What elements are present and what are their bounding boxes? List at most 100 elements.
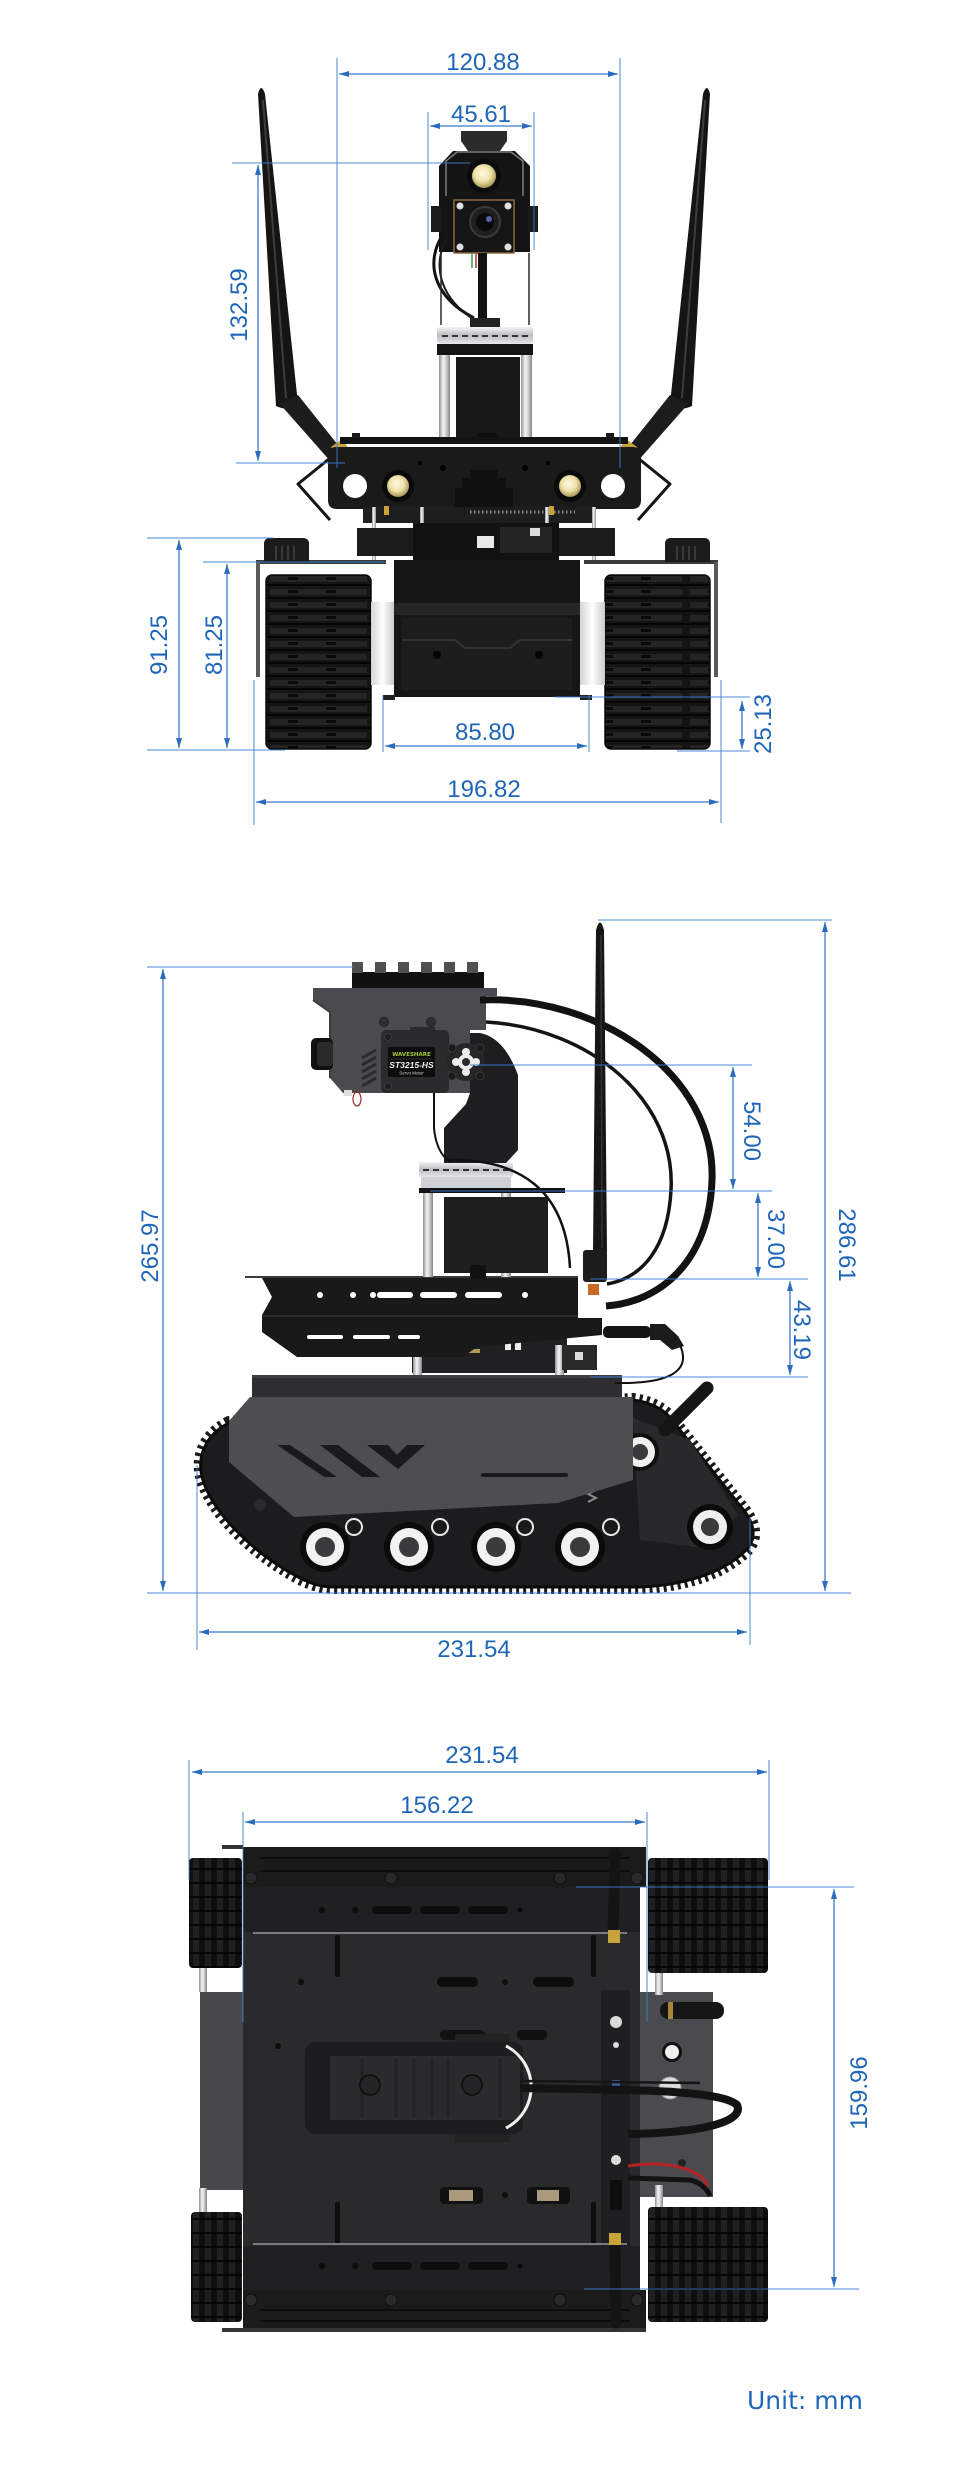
dimension-front-deck-height: 81.25 bbox=[201, 561, 385, 748]
red-power-wire bbox=[627, 2162, 710, 2187]
side-antenna bbox=[583, 922, 607, 1295]
strip-hole bbox=[611, 2155, 621, 2165]
light-bar-center-mount bbox=[455, 470, 513, 509]
motor-right bbox=[580, 602, 605, 685]
deck-hole bbox=[319, 1907, 325, 1913]
rear-antenna-stub bbox=[660, 2002, 724, 2019]
pcb-mount-hole bbox=[456, 202, 464, 210]
horn-bolt bbox=[447, 1071, 457, 1081]
pan-base-ring bbox=[437, 344, 533, 355]
horn-lobe bbox=[462, 1068, 470, 1076]
antenna-base bbox=[583, 1250, 607, 1282]
camera-side-mount-left bbox=[431, 206, 441, 232]
deck-hole bbox=[319, 2263, 325, 2269]
rail-tooth bbox=[398, 962, 409, 973]
deck-slot bbox=[517, 2030, 547, 2040]
dimension-value: 132.59 bbox=[226, 268, 253, 341]
dimension-side-upper-deck-offset: 43.19 bbox=[590, 1278, 815, 1378]
logo-cutout-chevron bbox=[367, 1445, 425, 1469]
pan-hub bbox=[470, 318, 500, 327]
chassis-top-edge bbox=[252, 1375, 622, 1378]
top-view bbox=[189, 1845, 768, 2332]
camera-bolt bbox=[379, 1017, 389, 1027]
antenna-highlight bbox=[681, 99, 706, 399]
dimension-front-overall-width: 196.82 bbox=[253, 680, 722, 825]
strip-hole bbox=[610, 2016, 622, 2028]
screw-hole bbox=[546, 461, 550, 465]
pcb-mount-hole bbox=[504, 202, 512, 210]
pan-tilt-camera-front bbox=[431, 131, 538, 441]
deck-slot bbox=[372, 2262, 412, 2270]
connector-white bbox=[575, 1352, 583, 1360]
camera-connector bbox=[344, 1090, 352, 1096]
antenna-hinge bbox=[279, 395, 342, 462]
pin-header bbox=[505, 1340, 511, 1350]
deck-hole bbox=[317, 1292, 323, 1298]
plate-tab bbox=[352, 433, 360, 438]
camera-lens-reflection bbox=[486, 216, 492, 222]
pan-tilt-camera-side: WAVESHARE ST3215-HS Servo Motor bbox=[311, 962, 497, 1107]
rear-antenna-stub bbox=[658, 1381, 714, 1437]
pan-bearing-lower bbox=[421, 1177, 511, 1188]
chassis-bolt bbox=[433, 651, 441, 659]
rail-tooth bbox=[421, 962, 432, 973]
track-right-rear bbox=[648, 2207, 768, 2322]
rail-tooth bbox=[444, 962, 455, 973]
screw-hole bbox=[440, 465, 446, 471]
deck-slot bbox=[465, 1292, 502, 1298]
plate-tab bbox=[606, 433, 614, 438]
rail-tooth bbox=[352, 962, 363, 973]
camera-mount-tab bbox=[455, 2034, 510, 2044]
dimension-top-overall-length: 231.54 bbox=[188, 1742, 770, 1880]
standoff bbox=[655, 2185, 663, 2207]
dimension-value: 231.54 bbox=[437, 1636, 510, 1663]
deck-hole bbox=[352, 1907, 358, 1913]
rail-tooth bbox=[467, 962, 478, 973]
deck-hole bbox=[275, 2043, 281, 2049]
camera-red-wire bbox=[352, 1091, 362, 1107]
standoff bbox=[199, 1968, 207, 1992]
deck-slot bbox=[437, 1977, 478, 1987]
camera-top-rail bbox=[330, 2056, 520, 2120]
deck-slot bbox=[398, 1335, 420, 1339]
right-wire-guard bbox=[627, 448, 672, 521]
rail-bolt bbox=[384, 2293, 398, 2307]
screw-hole bbox=[418, 461, 422, 465]
deck-slot bbox=[372, 1906, 412, 1914]
logo-cutout-slash bbox=[277, 1445, 337, 1477]
tilt-servo-tab bbox=[410, 1027, 435, 1033]
dimension-value: 120.88 bbox=[446, 49, 519, 76]
deck-hole bbox=[517, 2263, 523, 2269]
chassis-front-plate bbox=[402, 618, 572, 690]
antenna-whip bbox=[258, 88, 298, 409]
right-antenna bbox=[617, 88, 710, 462]
antenna-highlight bbox=[262, 99, 287, 399]
left-wire-guard bbox=[296, 448, 341, 521]
deck-slot-vertical bbox=[335, 1935, 340, 1977]
servo-wire bbox=[433, 1093, 453, 1163]
camera-top-bracket bbox=[461, 131, 507, 151]
dimension-value: 81.25 bbox=[201, 615, 228, 675]
dimension-front-antenna-span: 120.88 bbox=[336, 49, 621, 468]
tilt-servo: WAVESHARE ST3215-HS Servo Motor bbox=[381, 1027, 449, 1093]
camera-vent-grille bbox=[361, 1048, 377, 1088]
pan-servo-shaft bbox=[470, 1265, 486, 1278]
camera-wire-top bbox=[519, 2079, 701, 2085]
driver-board bbox=[500, 527, 552, 553]
front-deck bbox=[328, 433, 641, 562]
side-bracket-left bbox=[256, 562, 260, 677]
deck-slot-vertical bbox=[591, 1935, 596, 1977]
connector-white bbox=[477, 536, 494, 548]
dimension-value: 196.82 bbox=[447, 776, 520, 803]
deck-hole bbox=[502, 2192, 508, 2198]
dimension-front-ground-clearance: 25.13 bbox=[555, 694, 777, 754]
road-wheel-hub bbox=[399, 1537, 419, 1557]
deck-slot-vertical bbox=[591, 2202, 596, 2244]
track-right bbox=[604, 574, 711, 750]
deck-slot bbox=[420, 2262, 460, 2270]
deck-slot bbox=[377, 1292, 413, 1298]
camera-lens-barrel bbox=[317, 1042, 333, 1066]
screw-hole bbox=[522, 465, 528, 471]
